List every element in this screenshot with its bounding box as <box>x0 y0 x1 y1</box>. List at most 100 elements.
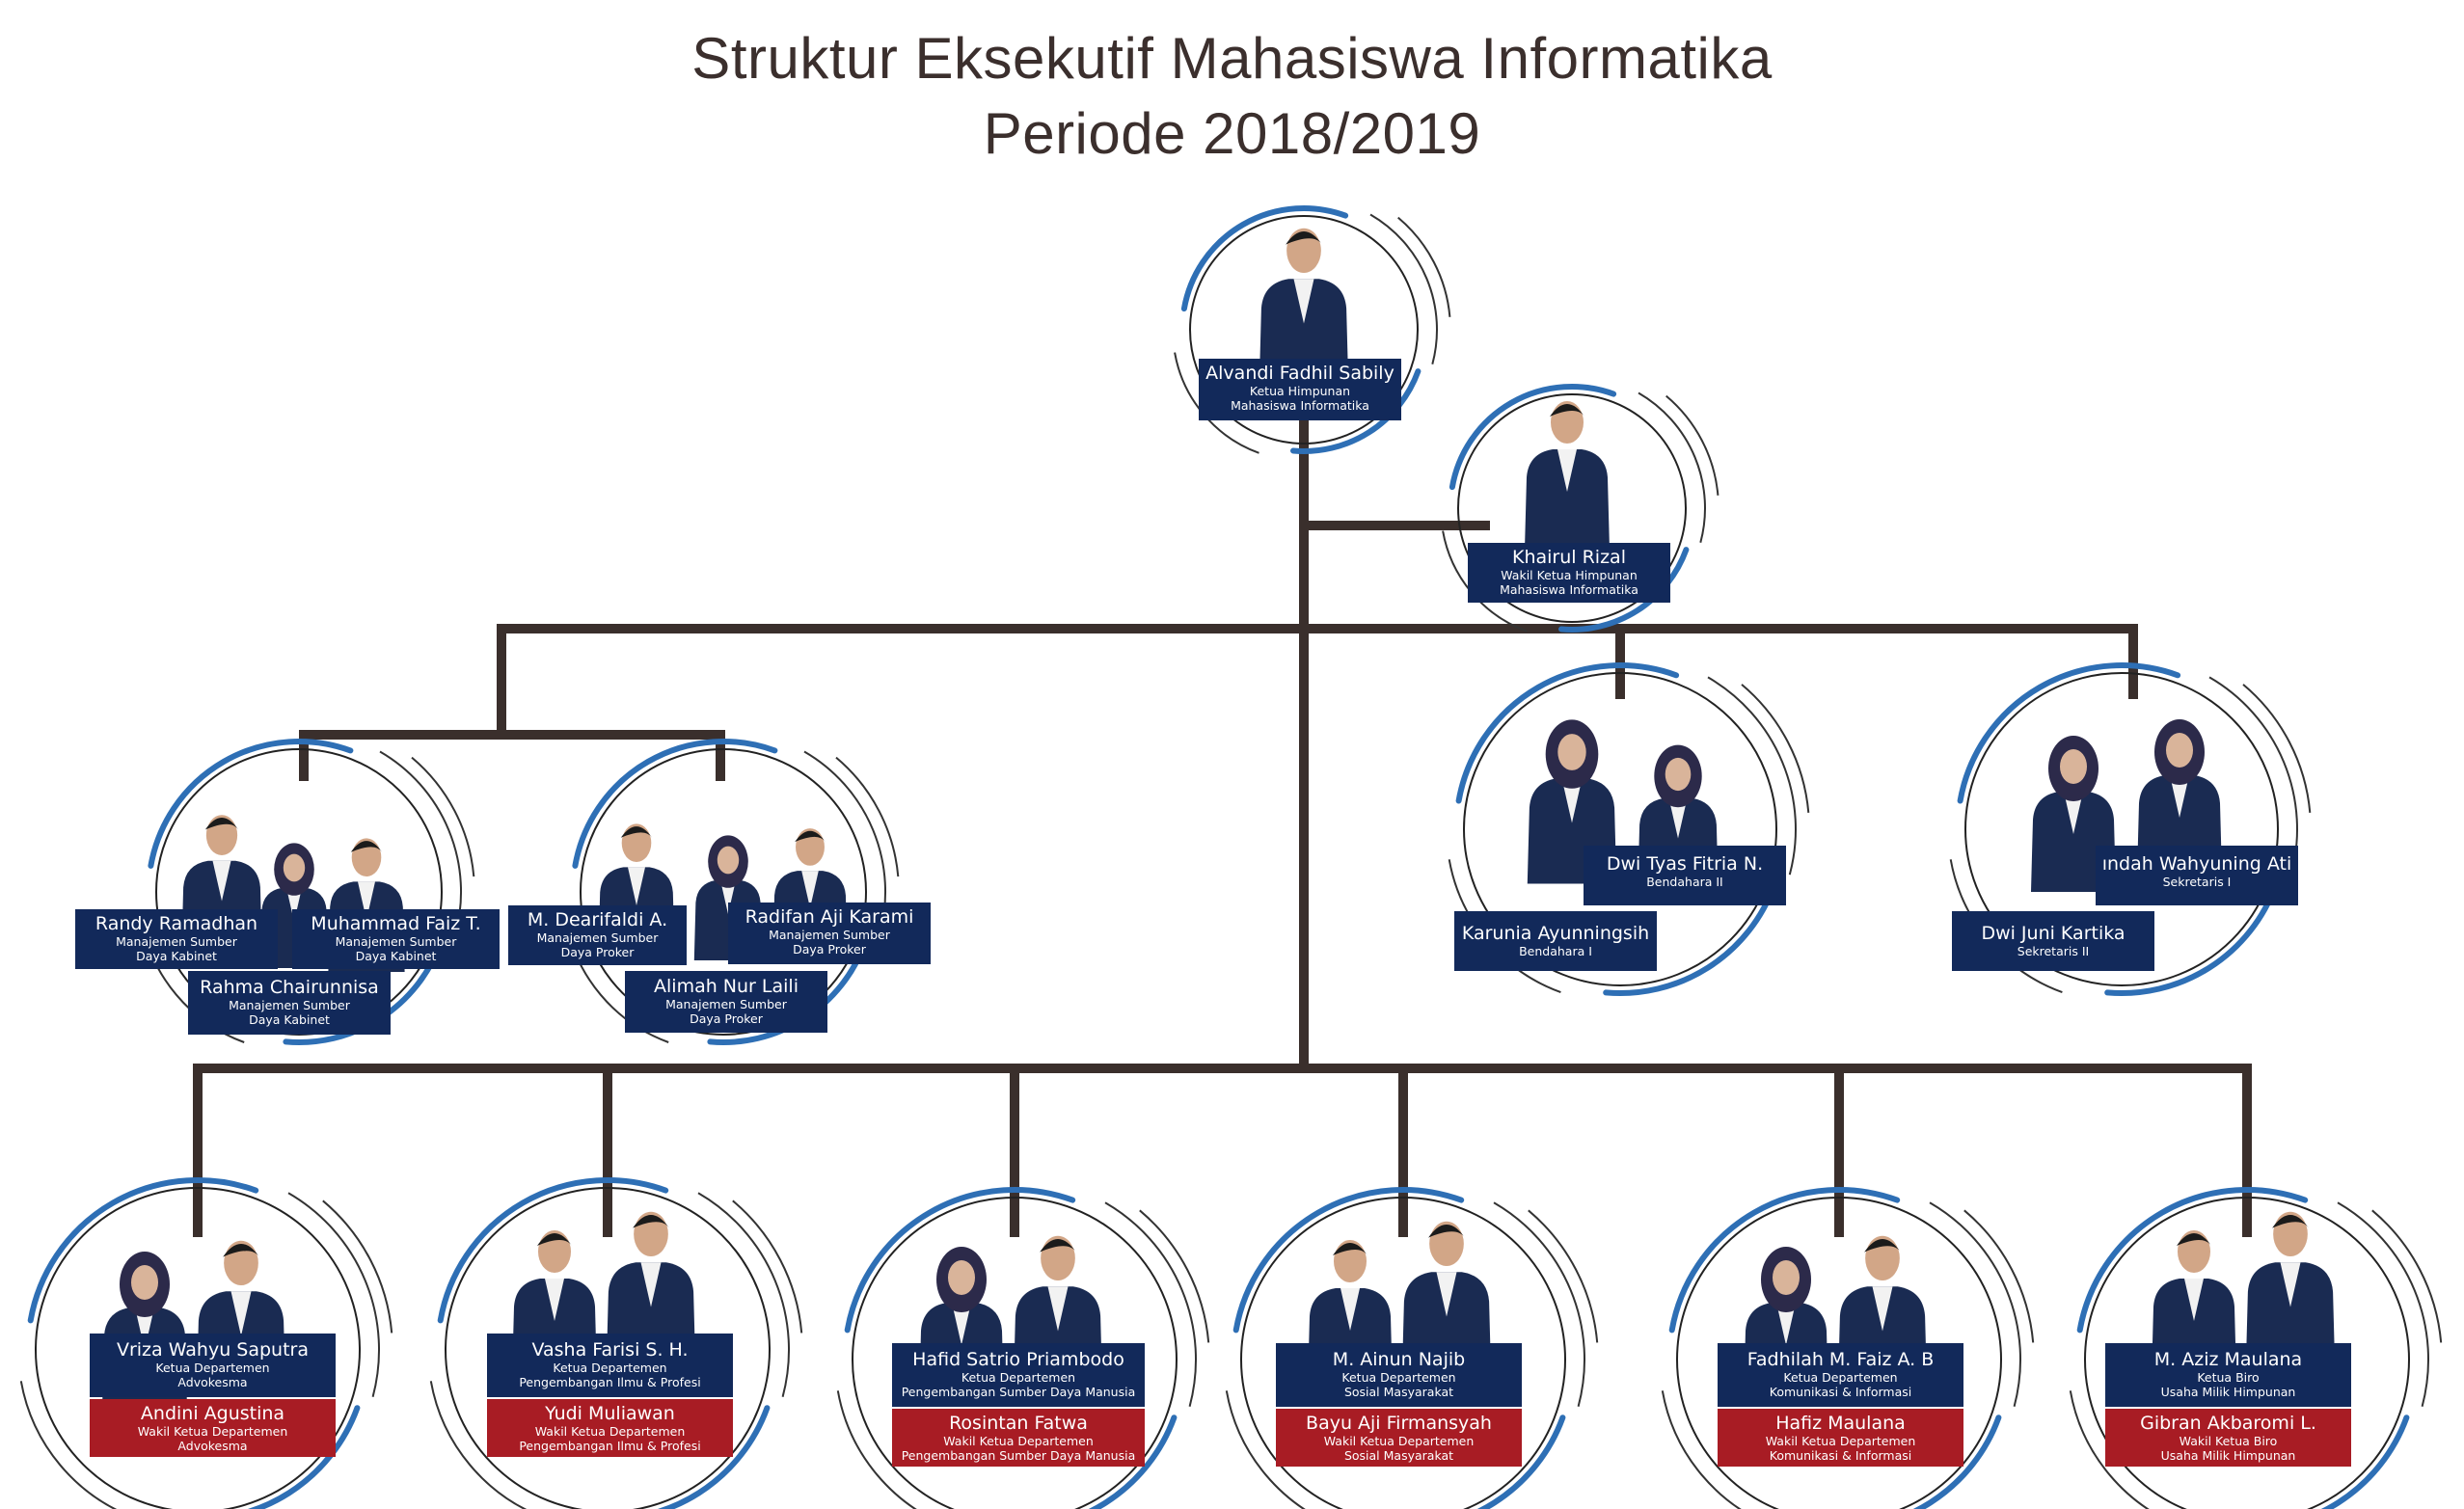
member-dept: Advokesma <box>177 1439 248 1453</box>
ketua-role: Ketua Himpunan <box>1249 384 1351 398</box>
shirt <box>1668 797 1688 839</box>
ring-outer-arc <box>1665 394 1719 496</box>
person-wakil <box>1525 401 1610 550</box>
shirt <box>1293 279 1314 324</box>
jacket <box>1525 449 1610 550</box>
member-role-detail: Daya Proker <box>560 945 635 959</box>
label-dept-5-deputy: Hafiz Maulana Wakil Ketua Departemen Kom… <box>1718 1409 1963 1467</box>
person-dept-6-b <box>2245 1211 2336 1368</box>
ring-accent-bottom <box>1558 547 1690 633</box>
member-role: Wakil Ketua Departemen <box>534 1424 686 1439</box>
ring-outer-arc <box>1369 213 1438 364</box>
member-name: M. Dearifaldi A. <box>527 909 668 930</box>
label-msdk-2: Muhammad Faiz T. Manajemen Sumber Daya K… <box>292 909 500 969</box>
hair <box>1286 230 1322 245</box>
shirt <box>1436 1272 1457 1317</box>
member-role: Wakil Ketua Departemen <box>137 1424 288 1439</box>
face <box>2060 749 2087 784</box>
hair <box>633 1214 669 1228</box>
ring-accent-bottom <box>2320 1415 2410 1509</box>
member-name: Andini Agustina <box>140 1403 285 1424</box>
shirt <box>212 860 231 902</box>
member-name: Dwi Tyas Fitria N. <box>1606 853 1764 875</box>
photo-ring <box>1240 1197 1566 1509</box>
ring-outer-arc <box>2069 1390 2151 1509</box>
wakil-role-org: Mahasiswa Informatika <box>1500 582 1638 597</box>
person-sekretaris-2 <box>2031 736 2116 892</box>
ring-outer-arc <box>1104 1201 1197 1407</box>
ring-outer-arc <box>732 1199 803 1334</box>
photo-ring <box>1463 672 1777 986</box>
label-dept-1-head: Vriza Wahyu Saputra Ketua Departemen Adv… <box>90 1334 336 1397</box>
hair <box>1550 404 1584 417</box>
hair <box>2272 1214 2309 1228</box>
shirt <box>1561 778 1583 823</box>
ring-accent-bottom <box>1476 1415 1566 1509</box>
shirt <box>1872 1286 1893 1332</box>
ring-accent-top <box>1957 662 2181 804</box>
shirt <box>2280 1262 2301 1307</box>
label-wakil: Khairul Rizal Wakil Ketua Himpunan Mahas… <box>1468 543 1670 603</box>
member-role: Ketua Departemen <box>553 1361 667 1375</box>
ketua-name: Alvandi Fadhil Sabily <box>1205 363 1394 384</box>
ring-accent-top <box>27 1177 259 1324</box>
ring-accent-bottom <box>247 1405 361 1509</box>
shirt <box>545 1279 564 1321</box>
label-dept-3-head: Hafid Satrio Priambodo Ketua Departemen … <box>892 1343 1145 1407</box>
photo-ring <box>1676 1197 2002 1509</box>
member-role: Wakil Ketua Departemen <box>1765 1434 1916 1448</box>
member-name: Vasha Farisi S. H. <box>531 1339 689 1361</box>
label-msdk-3: Rahma Chairunnisa Manajemen Sumber Daya … <box>188 971 391 1035</box>
member-dept: Advokesma <box>177 1375 248 1389</box>
hair <box>795 830 826 843</box>
member-role: Manajemen Sumber <box>665 997 787 1011</box>
shirt <box>230 1291 252 1336</box>
shirt <box>2184 1279 2204 1321</box>
label-sekretaris-1: ındah Wahyuning Ati Sekretaris I <box>2096 846 2298 905</box>
member-role: Wakil Ketua Biro <box>2179 1434 2278 1448</box>
member-name: Karunia Ayunningsih <box>1461 923 1650 944</box>
shirt <box>2064 792 2083 834</box>
ring-outer-arc <box>1963 1209 2035 1343</box>
hair <box>1040 1238 1076 1253</box>
face <box>1557 734 1586 770</box>
ring-accent-bottom <box>1290 368 1422 454</box>
ring-outer-arc <box>697 1192 790 1397</box>
ring-accent-top <box>572 739 778 869</box>
ring-outer-arc <box>1528 1209 1599 1343</box>
member-dept: Komunikasi & Informasi <box>1769 1448 1912 1463</box>
member-dept: Komunikasi & Informasi <box>1769 1385 1912 1399</box>
ring-accent-bottom <box>1912 1415 2002 1509</box>
member-name: ındah Wahyuning Ati <box>2101 853 2292 875</box>
face <box>1665 757 1692 792</box>
ketua-role-org: Mahasiswa Informatika <box>1231 398 1369 413</box>
ring-outer-arc <box>322 1199 393 1334</box>
ring-outer-arc <box>2208 676 2298 876</box>
hair <box>1864 1238 1901 1253</box>
face <box>283 853 306 882</box>
chart-title-line1: Struktur Eksekutif Mahasiswa Informatika <box>691 26 1773 91</box>
ring-accent-top <box>844 1187 1076 1334</box>
person-ketua <box>1259 228 1349 385</box>
label-sekretaris-2: Dwi Juni Kartika Sekretaris II <box>1952 911 2154 971</box>
shirt <box>1557 449 1577 492</box>
member-name: Alimah Nur Laili <box>654 976 799 997</box>
member-role: Ketua Departemen <box>155 1361 270 1375</box>
ring-outer-arc <box>2337 1201 2429 1407</box>
member-name: Gibran Akbaromi L. <box>2140 1413 2316 1434</box>
label-ketua: Alvandi Fadhil Sabily Ketua Himpunan Mah… <box>1199 359 1401 420</box>
member-dept: Usaha Milik Himpunan <box>2160 1448 2296 1463</box>
face <box>131 1265 158 1300</box>
ring-outer-arc <box>835 756 900 877</box>
member-name: Hafid Satrio Priambodo <box>912 1349 1124 1370</box>
hair <box>2177 1233 2211 1246</box>
ring-accent-bottom <box>1088 1415 1178 1509</box>
member-name: Randy Ramadhan <box>95 913 258 934</box>
jacket <box>1259 279 1349 385</box>
ring-outer-arc <box>1929 1201 2021 1407</box>
ring-accent-top <box>2076 1187 2309 1334</box>
label-bendahara-1: Karunia Ayunningsih Bendahara I <box>1454 911 1657 971</box>
member-role: Wakil Ketua Departemen <box>1323 1434 1475 1448</box>
member-name: Rosintan Fatwa <box>949 1413 1088 1434</box>
member-role-detail: Daya Kabinet <box>249 1012 330 1027</box>
